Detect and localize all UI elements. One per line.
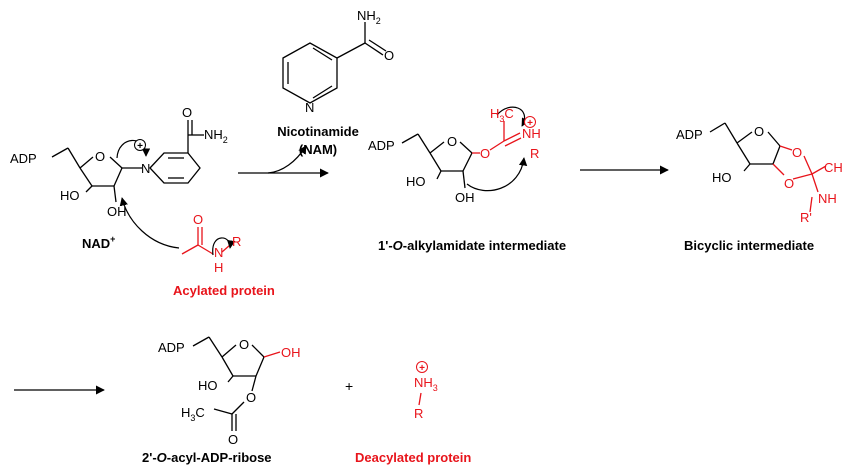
int1-link-oxygen-label: O [480, 146, 490, 161]
nicotinamide-structure [282, 22, 387, 104]
int2-methyl-label: CH [824, 160, 843, 175]
product-structure [192, 336, 265, 431]
nad-amide-amine-label: NH2 [204, 127, 228, 145]
int2-r-label: R' [800, 210, 812, 225]
int1-methyl-label: H3C [490, 106, 514, 124]
product-oh-label: OH [281, 345, 301, 360]
amine-r-bond [418, 392, 422, 406]
product-name-label: 2'-O-acyl-ADP-ribose [142, 450, 272, 465]
intermediate1-structure [401, 133, 473, 189]
nad-adp-label: ADP [10, 151, 37, 166]
product-link-oxygen-label: O [246, 390, 256, 405]
plus-sign: + [345, 378, 353, 394]
product-methyl-label: H3C [181, 405, 205, 423]
svg-text:+: + [137, 141, 143, 152]
int2-adp-label: ADP [676, 127, 703, 142]
product-adp-label: ADP [158, 340, 185, 355]
int1-ring-oxygen-label: O [447, 134, 457, 149]
nam-amine-label: NH2 [357, 8, 381, 26]
nad-structure [51, 120, 204, 203]
product-ho-label: HO [198, 378, 218, 393]
svg-text:+: + [527, 118, 533, 129]
int1-name-label: 1'-O-alkylamidate intermediate [378, 238, 566, 253]
acylated-protein-label: Acylated protein [173, 283, 275, 298]
product-carbonyl-oxygen-label: O [228, 432, 238, 447]
nad-amide-oxygen-label: O [182, 105, 192, 120]
product-ring-oxygen-label: O [239, 337, 249, 352]
acyl-hydrogen-label: H [214, 260, 223, 275]
svg-text:+: + [419, 363, 425, 374]
int2-ring-oxygen-label: O [754, 124, 764, 139]
nam-name-label: Nicotinamide [277, 124, 359, 139]
nad-ring-oxygen-label: O [95, 149, 105, 164]
int2-oxygen1-label: O [792, 145, 802, 160]
acyl-nitrogen-label: N [214, 245, 223, 260]
product-oh-bond [263, 351, 281, 358]
nam-release-arrow [267, 145, 307, 174]
int2-ho-label: HO [712, 170, 732, 185]
nad-oh-label: OH [107, 204, 127, 219]
int1-ho-label: HO [406, 174, 426, 189]
nam-oxygen-label: O [384, 48, 394, 63]
acylated-protein-structure [181, 227, 231, 255]
nam-abbrev-label: (NAM) [299, 142, 337, 157]
int2-name-label: Bicyclic intermediate [684, 238, 814, 253]
nam-ring-nitrogen-label: N [305, 100, 314, 115]
int2-oxygen2-label: O [784, 176, 794, 191]
amine-nh3-label: NH3 [414, 375, 438, 393]
int1-adp-label: ADP [368, 138, 395, 153]
int1-nh-label: NH [522, 126, 541, 141]
int1-oh-label: OH [455, 190, 475, 205]
int1-r-label: R [530, 146, 539, 161]
intermediate1-red-bonds [472, 121, 522, 154]
intermediate2-red-bonds [772, 145, 827, 213]
nad-ring-nitrogen-label: N [141, 161, 150, 176]
intermediate2-structure [709, 122, 781, 172]
acyl-oxygen-label: O [193, 212, 203, 227]
int2-nh-label: NH [818, 191, 837, 206]
nad-name-label: NAD+ [82, 234, 115, 251]
amine-r-label: R [414, 406, 423, 421]
acyl-r-label: R [232, 234, 241, 249]
deacylated-protein-label: Deacylated protein [355, 450, 471, 465]
nad-ho-label: HO [60, 188, 80, 203]
